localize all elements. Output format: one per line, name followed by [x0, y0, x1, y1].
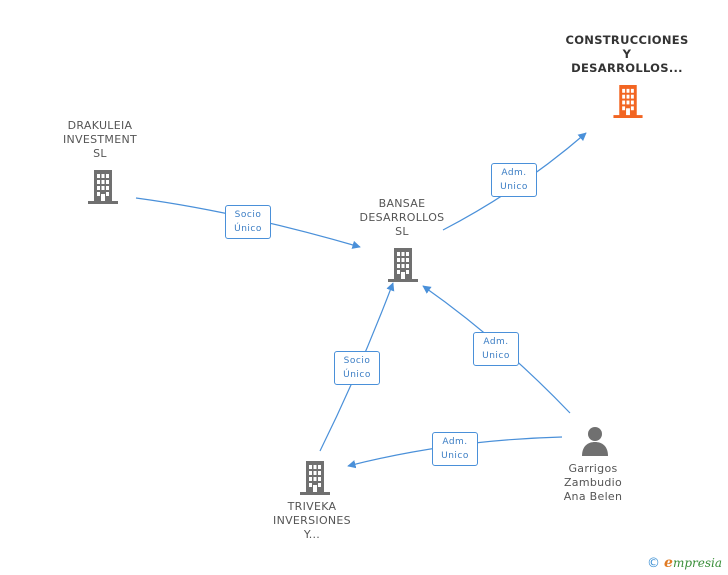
edge-label-line: Socio — [234, 210, 262, 220]
brand-name: mpresia — [672, 556, 722, 570]
edge-label-bansae-construcciones[interactable]: Adm. Unico — [491, 163, 537, 197]
label-line: Zambudio — [563, 476, 623, 489]
building-icon[interactable] — [88, 170, 118, 204]
label-line: DESARROLLOS... — [571, 61, 683, 75]
edge-label-line: Unico — [500, 182, 528, 192]
edge-label-line: Único — [234, 224, 262, 234]
edge-label-garrigos-triveka[interactable]: Adm. Unico — [432, 432, 478, 466]
label-line: DRAKULEIA — [67, 119, 133, 132]
brand-initial: e — [664, 555, 673, 571]
edge-label-triveka-bansae[interactable]: Socio Único — [334, 351, 380, 385]
label-line: SL — [93, 147, 107, 160]
edge-label-line: Adm. — [442, 437, 468, 447]
label-line: INVERSIONES — [273, 514, 351, 527]
node-label-bansae[interactable]: BANSAE DESARROLLOS SL — [350, 197, 454, 239]
edge-label-drakuleia-bansae[interactable]: Socio Único — [225, 205, 271, 239]
node-label-construcciones[interactable]: CONSTRUCCIONES Y DESARROLLOS... — [561, 33, 693, 75]
edge-label-garrigos-bansae[interactable]: Adm. Unico — [473, 332, 519, 366]
brand-logo: ©empresia — [647, 555, 722, 571]
edge-label-line: Adm. — [501, 168, 527, 178]
person-icon[interactable] — [582, 427, 608, 456]
copyright-icon: © — [647, 556, 661, 571]
edge-label-line: Unico — [482, 351, 510, 361]
node-label-garrigos[interactable]: Garrigos Zambudio Ana Belen — [543, 462, 643, 504]
label-line: DESARROLLOS — [359, 211, 445, 224]
label-line: Garrigos — [568, 462, 618, 475]
building-icon[interactable] — [613, 85, 643, 118]
label-line: CONSTRUCCIONES — [565, 33, 689, 47]
label-line: Y... — [303, 528, 321, 541]
label-line: INVESTMENT — [62, 133, 138, 146]
node-label-drakuleia[interactable]: DRAKULEIA INVESTMENT SL — [50, 119, 150, 161]
label-line: Y — [622, 47, 632, 61]
node-label-triveka[interactable]: TRIVEKA INVERSIONES Y... — [262, 500, 362, 542]
building-icon[interactable] — [300, 461, 330, 495]
edge-label-line: Unico — [441, 451, 469, 461]
edge-label-line: Socio — [343, 356, 371, 366]
label-line: TRIVEKA — [287, 500, 337, 513]
edge-label-line: Único — [343, 370, 371, 380]
building-icon[interactable] — [388, 248, 418, 282]
label-line: BANSAE — [378, 197, 426, 210]
label-line: Ana Belen — [563, 490, 623, 503]
label-line: SL — [395, 225, 409, 238]
edge-label-line: Adm. — [483, 337, 509, 347]
